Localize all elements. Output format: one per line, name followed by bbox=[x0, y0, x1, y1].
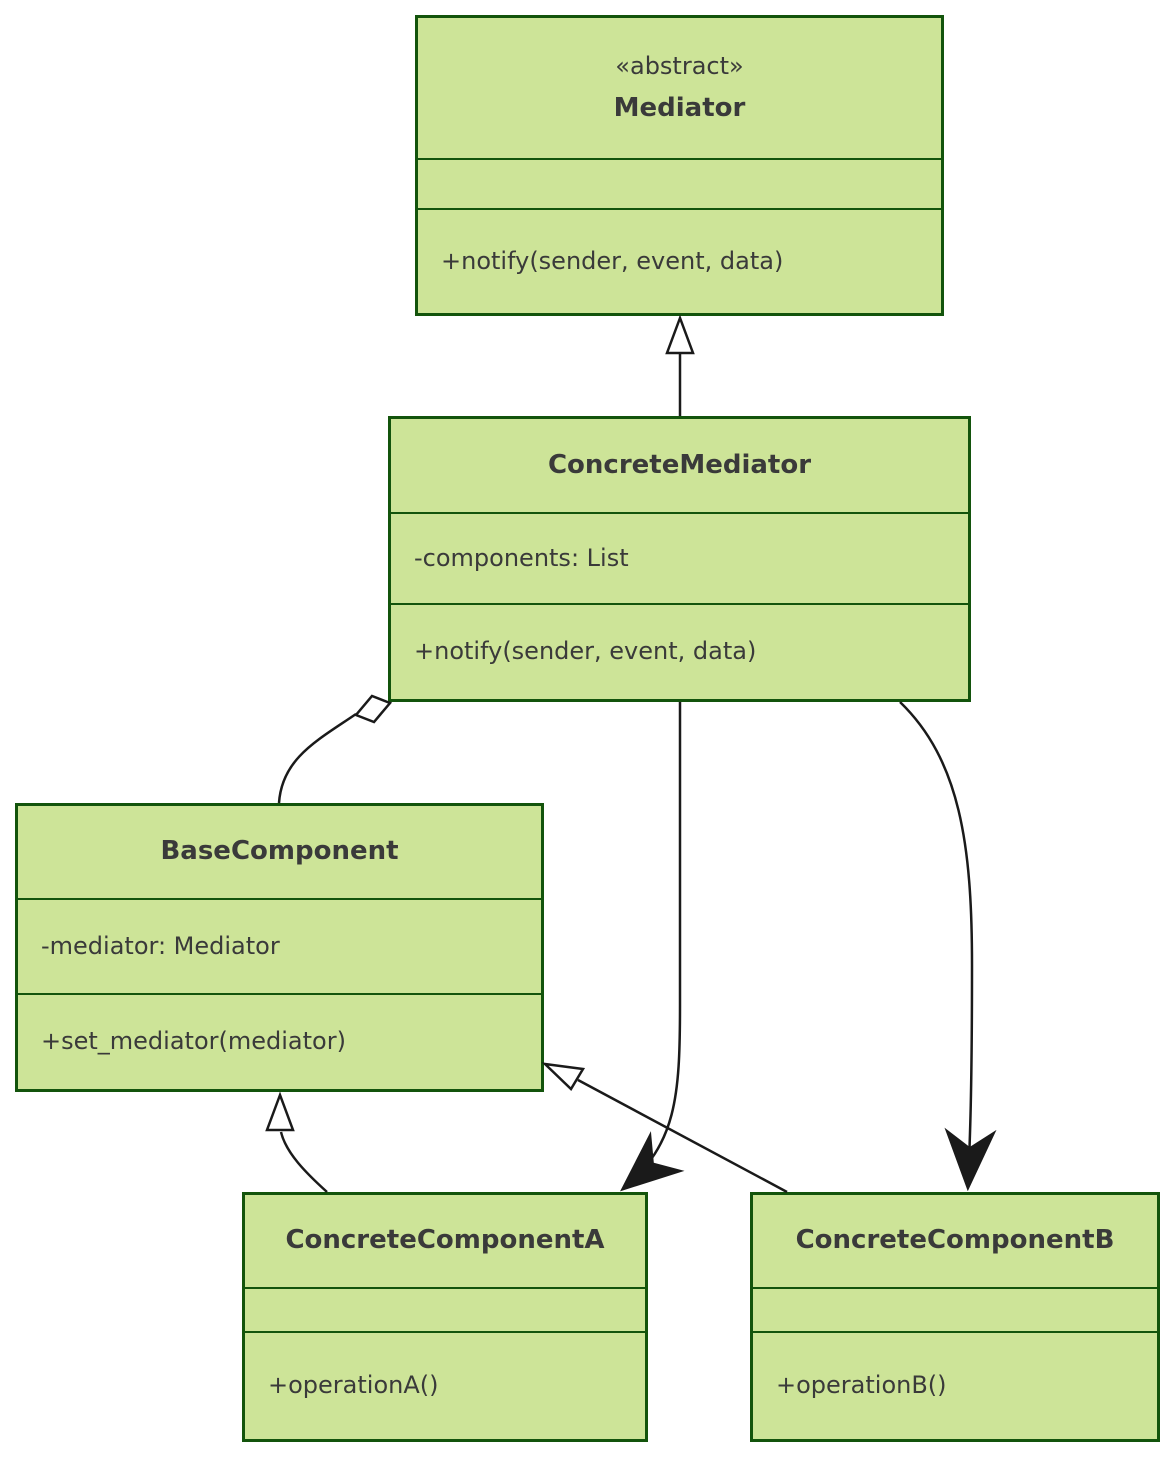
class-name: BaseComponent bbox=[160, 836, 399, 867]
dependency-concretemediator-to-concretecomponentb bbox=[899, 701, 997, 1192]
generalization-concretecomponenta-to-basecomponent bbox=[279, 1131, 328, 1193]
class-title-section: ConcreteComponentB bbox=[753, 1195, 1157, 1287]
class-methods-section: +notify(sender, event, data) bbox=[418, 208, 941, 313]
hollow-triangle-icon bbox=[665, 314, 695, 355]
hollow-triangle-icon bbox=[265, 1091, 295, 1132]
method-item: +operationB() bbox=[776, 1371, 947, 1400]
class-attributes-section: -components: List bbox=[391, 512, 968, 603]
class-title-section: ConcreteComponentA bbox=[245, 1195, 645, 1287]
method-item: +notify(sender, event, data) bbox=[414, 637, 757, 666]
class-title-section: «abstract» Mediator bbox=[418, 18, 941, 158]
class-name: ConcreteComponentB bbox=[795, 1225, 1115, 1256]
class-methods-section: +operationA() bbox=[245, 1331, 645, 1439]
dependency-concretemediator-to-concretecomponenta bbox=[620, 702, 685, 1192]
class-title-section: BaseComponent bbox=[18, 806, 541, 898]
class-attributes-section bbox=[753, 1287, 1157, 1331]
class-box-mediator: «abstract» Mediator +notify(sender, even… bbox=[415, 15, 944, 316]
class-methods-section: +operationB() bbox=[753, 1331, 1157, 1439]
method-item: +set_mediator(mediator) bbox=[41, 1027, 346, 1056]
class-box-concrete-mediator: ConcreteMediator -components: List +noti… bbox=[388, 416, 971, 702]
class-methods-section: +set_mediator(mediator) bbox=[18, 993, 541, 1089]
class-attributes-section bbox=[245, 1287, 645, 1331]
method-item: +notify(sender, event, data) bbox=[441, 246, 784, 275]
class-methods-section: +notify(sender, event, data) bbox=[391, 603, 968, 699]
method-item: +operationA() bbox=[268, 1371, 439, 1400]
aggregation-basecomponent-to-concretemediator bbox=[277, 712, 357, 804]
class-name: ConcreteComponentA bbox=[285, 1225, 605, 1256]
generalization-concretecomponentb-to-basecomponent bbox=[577, 1078, 788, 1194]
class-box-concrete-component-b: ConcreteComponentB +operationB() bbox=[750, 1192, 1160, 1442]
class-name: Mediator bbox=[613, 92, 746, 123]
class-box-base-component: BaseComponent -mediator: Mediator +set_m… bbox=[15, 803, 544, 1092]
attribute-item: -components: List bbox=[414, 543, 629, 572]
attribute-item: -mediator: Mediator bbox=[41, 931, 280, 960]
class-title-section: ConcreteMediator bbox=[391, 419, 968, 512]
hollow-triangle-icon bbox=[541, 1062, 586, 1091]
class-attributes-section: -mediator: Mediator bbox=[18, 898, 541, 993]
class-attributes-section bbox=[418, 158, 941, 208]
class-box-concrete-component-a: ConcreteComponentA +operationA() bbox=[242, 1192, 648, 1442]
class-name: ConcreteMediator bbox=[547, 449, 812, 480]
hollow-diamond-icon bbox=[353, 694, 393, 724]
class-stereotype: «abstract» bbox=[615, 51, 744, 80]
